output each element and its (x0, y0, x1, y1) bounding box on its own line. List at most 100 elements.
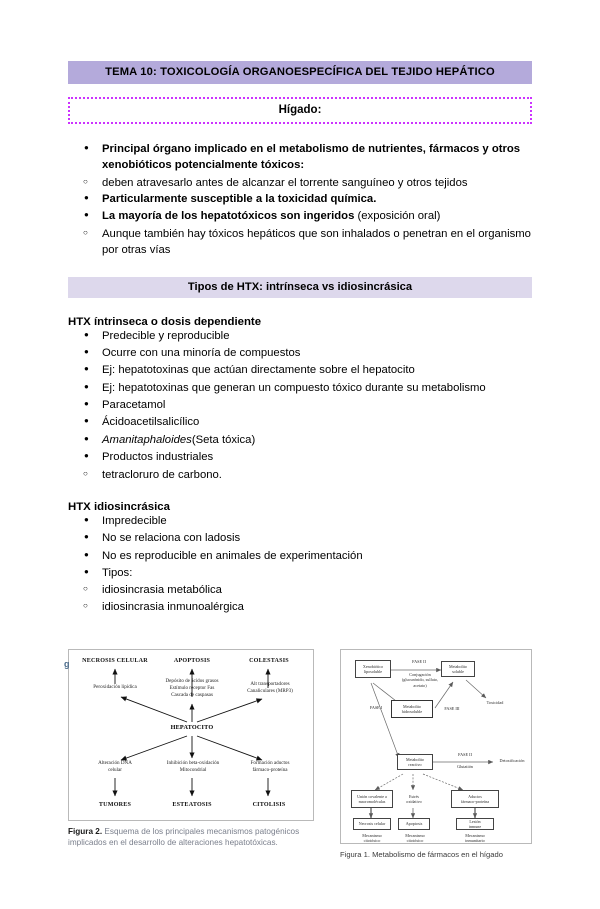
fig1-label-detox: Detoxificación (499, 758, 525, 763)
intrinsic-item-0: Predecible y reproducible (102, 329, 230, 342)
list-item: tetracloruro de carbono. (68, 465, 532, 483)
liver-bullet-1-sub-text: deben atravesarlo antes de alcanzar el t… (102, 176, 468, 189)
list-item: Principal órgano implicado en el metabol… (68, 140, 532, 174)
fig1-node-sub-2: Apoptosis (398, 818, 430, 830)
liver-sub-list-2: Aunque también hay tóxicos hepáticos que… (68, 225, 532, 259)
liver-bullet-1-text: Principal órgano implicado en el metabol… (102, 142, 521, 172)
marginal-stray-char: g (64, 659, 70, 669)
list-item: idiosincrasia inmunoalérgica (68, 598, 532, 615)
list-item: Predecible y reproducible (68, 326, 532, 344)
fig2-top-header-0: NECROSIS CELULAR (82, 658, 148, 664)
fig1-label-phase3: FASE III (444, 706, 460, 711)
liver-bullet-list-2: Particularmente susceptible a la toxicid… (68, 190, 532, 225)
fig1-node-xenobiotic: Xenobiótico liposoluble (355, 660, 391, 678)
list-item: deben atravesarlo antes de alcanzar el t… (68, 174, 532, 191)
fig2-center-node: HEPATOCITO (170, 724, 214, 731)
intrinsic-item-1: Ocurre con una minoría de compuestos (102, 346, 301, 359)
intrinsic-item-species-italic: Amanitaphaloides (102, 433, 192, 446)
fig2-top-detail-1: Depósito de ácidos grasos Estímulo recep… (165, 678, 219, 698)
idiosyncratic-sub-item-1: idiosincrasia inmunoalérgica (102, 600, 244, 613)
list-item: Impredecible (68, 512, 532, 529)
list-item: Ej: hepatotoxinas que actúan directament… (68, 361, 532, 378)
figure-2-diagram: NECROSIS CELULAR APOPTOSIS COLESTASIS Pe… (69, 650, 313, 820)
intrinsic-item-2: Ej: hepatotoxinas que actúan directament… (102, 364, 415, 377)
figure-1-container: Xenobiótico liposoluble FASE II Conjugac… (340, 649, 532, 860)
fig2-bottom-header-2: CITOLISIS (252, 802, 286, 808)
fig1-label-phase2-bottom: FASE II (458, 752, 472, 757)
fig2-top-detail-0: Peroxidación lipídica (93, 684, 137, 690)
fig2-top-header-1: APOPTOSIS (173, 658, 211, 664)
list-item: Aunque también hay tóxicos hepáticos que… (68, 225, 532, 259)
intrinsic-item-5: Ácidoacetilsalicílico (102, 416, 200, 429)
fig2-bottom-header-1: ESTEATOSIS (172, 802, 212, 808)
fig1-node-metabolite-soluble: Metabolito soluble (441, 661, 475, 677)
list-item: Productos industriales (68, 448, 532, 465)
subheading-idiosyncratic: HTX idiosincrásica (68, 500, 170, 513)
fig1-node-branch-1: Unión covalente a macromoléculas (351, 790, 393, 808)
idiosyncratic-sub-item-0: idiosincrasia metabólica (102, 584, 222, 597)
fig2-bottom-detail-0: Alteración DNA celular (98, 760, 132, 773)
fig1-label-conjugation: Conjugación (glucurónido, sulfato, aceta… (401, 672, 439, 688)
list-item: Ej: hepatotoxinas que generan un compues… (68, 379, 532, 396)
fig1-node-branch-3: Aductos fármaco-proteína (451, 790, 499, 808)
fig1-node-sub-3: Lesión inmune (456, 818, 494, 830)
page-title-banner: TEMA 10: TOXICOLOGÍA ORGANOESPECÍFICA DE… (68, 61, 532, 84)
idiosyncratic-item-2: No es reproducible en animales de experi… (102, 549, 363, 562)
document-page: TEMA 10: TOXICOLOGÍA ORGANOESPECÍFICA DE… (0, 61, 600, 909)
liver-bullet-3-paren: (exposición oral) (354, 210, 441, 223)
figure-2-arrows (112, 668, 271, 797)
list-item: idiosincrasia metabólica (68, 581, 532, 598)
list-item: Paracetamol (68, 396, 532, 413)
fig2-top-header-2: COLESTASIS (249, 658, 289, 664)
figure-2-container: NECROSIS CELULAR APOPTOSIS COLESTASIS Pe… (64, 649, 314, 860)
fig1-node-metabolite-reactive: Metabolito reactivo (397, 754, 433, 770)
idiosyncratic-sub-list: idiosincrasia metabólica idiosincrasia i… (68, 581, 532, 615)
liver-heading-box: Hígado: (68, 96, 532, 124)
idiosyncratic-item-0: Impredecible (102, 514, 167, 527)
fig1-label-phase1: FASE I (369, 705, 383, 710)
liver-bullet-list: Principal órgano implicado en el metabol… (68, 140, 532, 174)
list-item: Particularmente susceptible a la toxicid… (68, 190, 532, 207)
figure-2-caption: g Figura 2. Esquema de los principales m… (64, 659, 314, 848)
figure-2-frame: NECROSIS CELULAR APOPTOSIS COLESTASIS Pe… (68, 649, 314, 821)
liver-bullet-3-sub-text: Aunque también hay tóxicos hepáticos que… (102, 227, 531, 257)
idiosyncratic-item-1: No se relaciona con ladosis (102, 532, 241, 545)
fig1-footnote-2: Mecanismo citotóxico (405, 833, 425, 844)
intrinsic-item-3: Ej: hepatotoxinas que generan un compues… (102, 381, 486, 394)
list-item: Tipos: (68, 564, 532, 581)
figure-1-diagram: Xenobiótico liposoluble FASE II Conjugac… (341, 650, 531, 843)
fig1-label-phase2-top: FASE II (412, 659, 426, 664)
fig1-node-sub-1: Necrosis celular (353, 818, 391, 830)
section-banner-htx-types: Tipos de HTX: intrínseca vs idiosincrási… (68, 276, 532, 298)
intrinsic-item-4: Paracetamol (102, 399, 166, 411)
intrinsic-bullet-list: Predecible y reproducible Ocurre con una… (68, 326, 532, 466)
liver-bullet-2-text: Particularmente susceptible a la toxicid… (102, 193, 377, 205)
list-item: No se relaciona con ladosis (68, 529, 532, 546)
subheading-intrinsic: HTX íntrinseca o dosis dependiente (68, 315, 262, 328)
list-item: Amanitaphaloides(Seta tóxica) (68, 431, 532, 448)
fig2-top-detail-2: Alt transportadores Canaliculares (MRP3) (247, 681, 293, 694)
list-item: No es reproducible en animales de experi… (68, 547, 532, 564)
figure-2-caption-text: Esquema de los principales mecanismos pa… (68, 827, 300, 847)
intrinsic-item-industrial: Productos industriales (102, 451, 214, 464)
fig1-node-branch-2: Estrés oxidativo (397, 790, 431, 808)
idiosyncratic-item-3: Tipos: (102, 567, 133, 579)
figure-1-frame: Xenobiótico liposoluble FASE II Conjugac… (340, 649, 532, 844)
idiosyncratic-bullet-list: Impredecible No se relaciona con ladosis… (68, 512, 532, 582)
list-item: Ocurre con una minoría de compuestos (68, 344, 532, 361)
fig1-footnote-3: Mecanismo inmunitario (465, 833, 485, 844)
fig1-footnote-1: Mecanismo citotóxico (362, 833, 382, 844)
liver-bullet-3-text: La mayoría de los hepatotóxicos son inge… (102, 210, 355, 223)
fig1-label-toxicity: Toxicidad (486, 700, 504, 705)
fig1-label-glutathione: Glutatión (457, 764, 473, 769)
fig1-node-metabolite-hydrosoluble: Metabolito hidrosoluble (391, 700, 433, 718)
fig2-bottom-header-0: TUMORES (98, 802, 132, 808)
list-item: Ácidoacetilsalicílico (68, 413, 532, 430)
fig2-bottom-detail-1: Inhibición beta-oxidación Mitocondrial (166, 760, 220, 773)
intrinsic-sub-list: tetracloruro de carbono. (68, 465, 532, 483)
figure-1-caption: Figura 1. Metabolismo de fármacos en el … (340, 850, 503, 859)
intrinsic-item-species-plain: (Seta tóxica) (191, 433, 256, 446)
list-item: La mayoría de los hepatotóxicos son inge… (68, 207, 532, 224)
figure-2-caption-label: Figura 2. (68, 827, 103, 836)
liver-bullet-block: Principal órgano implicado en el metabol… (68, 140, 532, 259)
